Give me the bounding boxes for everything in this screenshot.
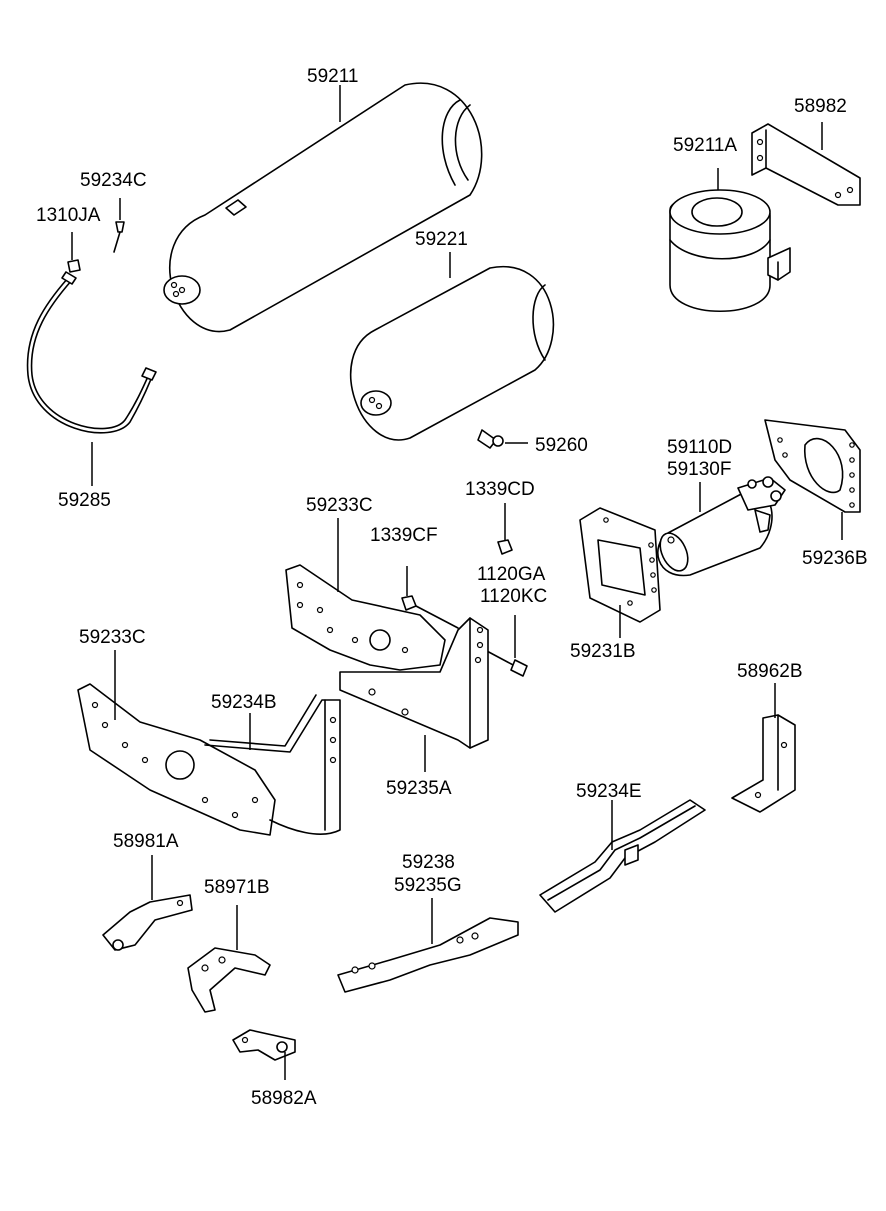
nut-1339CF xyxy=(401,595,417,611)
bracket-58962B xyxy=(731,714,796,813)
bracket-58982A xyxy=(232,1029,296,1061)
strap-59234B xyxy=(204,694,341,835)
channel-59234E xyxy=(539,799,706,913)
label-1120KC: 1120KC xyxy=(480,586,547,607)
air-hose xyxy=(26,259,157,434)
label-59285: 59285 xyxy=(58,490,111,511)
label-59110D: 59110D xyxy=(667,437,732,458)
label-59233C-lower: 59233C xyxy=(79,627,146,648)
nut-1339CD xyxy=(497,539,513,555)
label-59238: 59238 xyxy=(402,852,455,873)
bracket-59235A xyxy=(339,617,489,749)
air-tank-small xyxy=(349,265,555,441)
label-59236B: 59236B xyxy=(802,548,868,569)
label-1120GA: 1120GA xyxy=(477,564,546,585)
label-59231B: 59231B xyxy=(570,641,636,662)
label-59234E: 59234E xyxy=(576,781,642,802)
label-58982: 58982 xyxy=(794,96,847,117)
frame-plate-lower xyxy=(77,683,276,836)
drain-valve xyxy=(477,429,504,449)
label-59233C-upper: 59233C xyxy=(306,495,373,516)
label-59130F: 59130F xyxy=(667,459,731,480)
air-tank-large xyxy=(163,82,483,333)
label-59211: 59211 xyxy=(307,66,358,87)
label-59260: 59260 xyxy=(535,435,588,456)
label-59221: 59221 xyxy=(415,229,468,250)
air-dryer xyxy=(657,476,786,577)
bracket-58982 xyxy=(751,123,861,206)
label-58981A: 58981A xyxy=(113,831,179,852)
plate-59238 xyxy=(337,917,519,993)
air-tank-59211A xyxy=(669,189,791,313)
bracket-58981A xyxy=(102,894,193,951)
label-59235A: 59235A xyxy=(386,778,452,799)
bracket-58971B xyxy=(187,947,271,1013)
label-59234B: 59234B xyxy=(211,692,277,713)
label-58971B: 58971B xyxy=(204,877,270,898)
bolt-1120GA xyxy=(484,649,528,677)
label-59235G: 59235G xyxy=(394,875,462,896)
label-59211A: 59211A xyxy=(673,135,737,156)
bolt-59234C xyxy=(113,221,125,253)
frame-plate-upper xyxy=(285,564,446,671)
label-1310JA: 1310JA xyxy=(36,205,101,226)
label-58982A: 58982A xyxy=(251,1088,317,1109)
label-1339CF: 1339CF xyxy=(370,525,438,546)
label-58962B: 58962B xyxy=(737,661,803,682)
plate-59231B xyxy=(579,507,661,623)
bracket-59236B xyxy=(764,419,861,513)
label-1339CD: 1339CD xyxy=(465,479,535,500)
label-59234C: 59234C xyxy=(80,170,147,191)
